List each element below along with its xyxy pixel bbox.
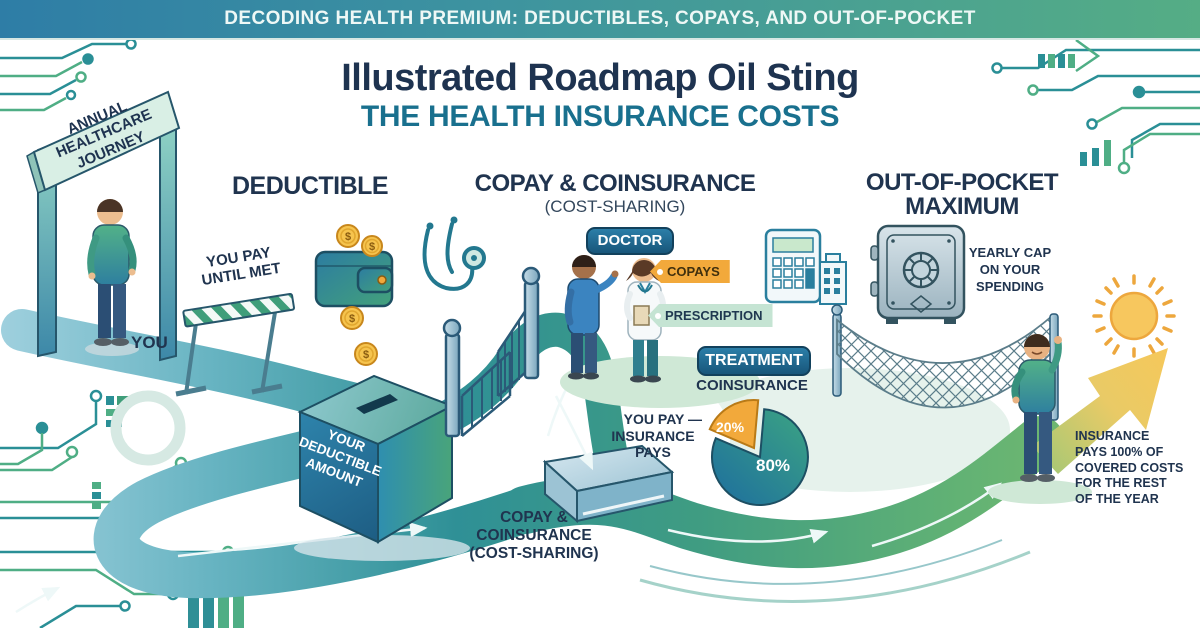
safe-icon [870, 224, 966, 324]
pie-slice-insurance [711, 408, 809, 506]
yearly-cap-label: YEARLY CAP ON YOUR SPENDING [968, 245, 1052, 294]
patient-figure [564, 255, 619, 380]
you-label: YOU [131, 333, 168, 352]
pie-label-20: 20% [716, 419, 745, 435]
celebrating-person [988, 313, 1092, 504]
sun-icon [1092, 274, 1176, 358]
pie-label-80: 80% [756, 456, 791, 475]
calculator-icon [764, 228, 822, 304]
circuit-decor-top-right [991, 38, 1200, 175]
bridge [542, 444, 675, 524]
coinsurance-pie-chart [708, 399, 809, 506]
section-heading-oop: OUT-OF-POCKET MAXIMUM [865, 169, 1059, 220]
arch-person [85, 199, 139, 356]
coin-symbol: $ [345, 231, 351, 243]
section-heading-copay: COPAY & COINSURANCE [474, 170, 756, 197]
copays-tag: COPAYS [650, 260, 730, 283]
circuit-decor-top-left [0, 38, 137, 112]
coinsurance-label: COINSURANCE [696, 377, 808, 394]
building-icon [819, 253, 847, 305]
prescription-tag: PRESCRIPTION [648, 304, 773, 327]
section-subheading-cost-sharing: (COST-SHARING) [544, 197, 686, 216]
you-pay-label: YOU PAY — [623, 411, 702, 427]
page-title-line2: THE HEALTH INSURANCE COSTS [360, 100, 840, 133]
gate [442, 266, 541, 438]
deductible-box [294, 374, 470, 561]
treatment-badge: TREATMENT [697, 346, 811, 376]
page-title-line1: Illustrated Roadmap Oil Sting [341, 57, 859, 99]
finish-arrow [1032, 348, 1168, 474]
coin-symbol: $ [349, 313, 355, 325]
doctor-badge: DOCTOR [586, 227, 674, 255]
coin-symbol: $ [363, 349, 369, 361]
road-copay-label: COPAY & COINSURANCE (COST-SHARING) [469, 509, 599, 562]
pie-slice-you-pay [708, 399, 760, 450]
wallet-icon [314, 250, 394, 308]
coin-symbol: $ [369, 241, 375, 253]
insurance-pays-label: INSURANCE PAYS [611, 428, 695, 460]
stethoscope-icon [422, 216, 486, 291]
outcome-label: INSURANCE PAYS 100% OF COVERED COSTS FOR… [1075, 429, 1184, 506]
section-heading-deductible: DEDUCTIBLE [232, 172, 389, 200]
barrier [175, 292, 295, 397]
road-swoosh-lines [639, 539, 1031, 603]
top-banner: DECODING HEALTH PREMIUM: DEDUCTIBLES, CO… [0, 0, 1200, 40]
banner-text: DECODING HEALTH PREMIUM: DEDUCTIBLES, CO… [224, 8, 976, 29]
entry-arch [26, 90, 181, 362]
